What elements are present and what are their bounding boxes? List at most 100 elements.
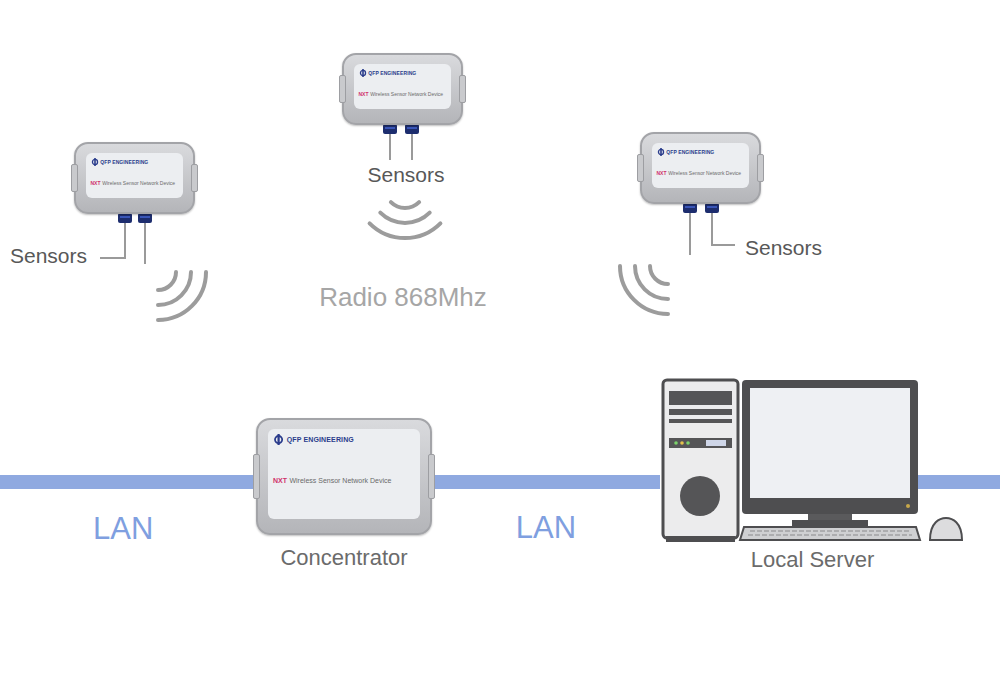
radio-wave: [391, 202, 419, 208]
panel-line: NXTWireless Sensor Network Device: [359, 91, 446, 97]
sensor-label: Sensors: [10, 244, 87, 268]
product-name: NXT: [273, 477, 287, 484]
drive-bay: [669, 419, 732, 423]
side-tab: [757, 154, 764, 181]
sensor-wire: [712, 212, 735, 245]
lan-cable: [432, 475, 660, 489]
side-tab: [459, 75, 466, 102]
radio-wave: [370, 223, 441, 238]
device-description: Wireless Sensor Network Device: [289, 477, 391, 484]
brand-name: QFP ENGINEERING: [100, 159, 148, 165]
sensor-label: Sensors: [367, 163, 444, 187]
server-node: Local Server: [660, 375, 965, 545]
device-box: QFP ENGINEERING NXTWireless Sensor Networ…: [256, 418, 432, 535]
cable-gland: [118, 213, 132, 223]
drive-bay: [669, 409, 732, 415]
cable-gland: [138, 213, 152, 223]
sensor-wire: [411, 133, 413, 160]
cable-gland: [405, 124, 419, 134]
sensor-label: Sensors: [745, 236, 822, 260]
side-tab: [637, 154, 644, 181]
tower-base: [666, 536, 735, 542]
logo-bar: [277, 434, 279, 445]
sensor-wire: [100, 222, 125, 258]
product-name: NXT: [359, 91, 369, 97]
keyboard-keys: [748, 531, 912, 535]
device-name: Local Server: [751, 547, 875, 572]
radio-wave: [380, 213, 429, 223]
front-panel: [669, 438, 732, 448]
keyboard-body: [740, 527, 920, 540]
panel-line: QFP ENGINEERING: [91, 158, 178, 166]
monitor-foot: [792, 520, 868, 526]
lan-cable: [0, 475, 258, 489]
panel-line: NXTWireless Sensor Network Device: [657, 170, 744, 176]
brand-logo: [359, 69, 367, 77]
label-panel: QFP ENGINEERING NXTWireless Sensor Networ…: [354, 64, 451, 109]
product-name: NXT: [657, 170, 667, 176]
cable-glands: [118, 124, 719, 223]
front-display: [706, 440, 726, 446]
lan-cable: [910, 475, 1000, 489]
panel-line: QFP ENGINEERING: [359, 69, 446, 77]
panel-line: QFP ENGINEERING: [273, 434, 415, 445]
side-tab: [428, 454, 435, 499]
label-panel: QFP ENGINEERING NXTWireless Sensor Networ…: [652, 143, 749, 188]
panel-line: NXTWireless Sensor Network Device: [91, 180, 178, 186]
computer-tower: [663, 380, 738, 542]
brand-logo: [273, 434, 284, 445]
mouse: [930, 518, 962, 540]
gland-ring: [685, 206, 695, 208]
gland-ring: [140, 216, 150, 218]
side-tab: [339, 75, 346, 102]
tower-case: [663, 380, 738, 538]
computer-monitor: [742, 380, 918, 526]
gland-ring: [707, 206, 717, 208]
radio-wave: [158, 272, 206, 320]
logo-bar: [660, 148, 662, 156]
gland-ring: [407, 127, 417, 129]
radio-wave: [158, 272, 191, 305]
side-tab: [191, 164, 198, 191]
sensor-wire: [689, 212, 691, 255]
gland-ring: [120, 216, 130, 218]
brand-logo: [91, 158, 99, 166]
logo-bar: [94, 158, 96, 166]
drive-bay: [669, 391, 732, 405]
status-led: [680, 441, 684, 445]
panel-line: QFP ENGINEERING: [657, 148, 744, 156]
radio-wave: [650, 266, 668, 284]
node-caption: Local Server: [748, 547, 878, 573]
product-name: NXT: [91, 180, 101, 186]
power-led: [906, 504, 910, 508]
device-description: Wireless Sensor Network Device: [102, 180, 175, 186]
sensor-wire: [144, 222, 146, 264]
network-label: LAN: [516, 510, 576, 546]
radio-wave: [158, 272, 176, 290]
panel-line: NXTWireless Sensor Network Device: [273, 477, 415, 484]
side-tab: [253, 454, 260, 499]
gland-ring: [385, 127, 395, 129]
cable-gland: [705, 203, 719, 213]
radio-label: Radio 868Mhz: [319, 282, 487, 313]
keyboard: [740, 527, 920, 540]
network-label: LAN: [93, 511, 153, 547]
brand-name: QFP ENGINEERING: [666, 149, 714, 155]
gland-rings: [120, 127, 717, 218]
node-caption: Concentrator: [277, 545, 410, 571]
cable-gland: [383, 124, 397, 134]
device-description: Wireless Sensor Network Device: [370, 91, 443, 97]
label-panel: QFP ENGINEERING NXTWireless Sensor Networ…: [86, 153, 183, 198]
device-description: Wireless Sensor Network Device: [668, 170, 741, 176]
device-name: Concentrator: [280, 545, 407, 570]
cable-gland: [683, 203, 697, 213]
tower-fan: [680, 476, 720, 516]
logo-bar: [362, 69, 364, 77]
brand-name: QFP ENGINEERING: [287, 436, 354, 443]
status-led: [686, 441, 690, 445]
device-box: QFP ENGINEERING NXTWireless Sensor Networ…: [74, 142, 195, 214]
monitor-frame: [742, 380, 918, 514]
brand-name: QFP ENGINEERING: [368, 70, 416, 76]
